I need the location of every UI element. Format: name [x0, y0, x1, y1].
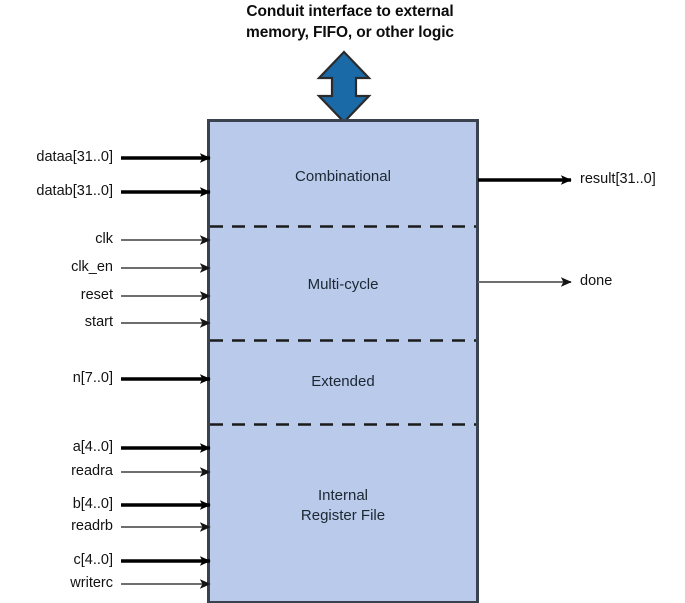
section-label-extended: Extended [311, 373, 375, 390]
input-label-clk: clk [95, 231, 113, 247]
conduit-interface-title-line-1: Conduit interface to external [246, 3, 454, 20]
output-label-done: done [580, 273, 613, 289]
input-label-reset: reset [80, 287, 113, 303]
hardware-block [207, 119, 479, 603]
input-label-c: c[4..0] [73, 552, 114, 568]
conduit-interface-title-line-2: memory, FIFO, or other logic [246, 23, 454, 41]
input-label-datab: datab[31..0] [36, 183, 113, 199]
input-label-readra: readra [71, 463, 113, 479]
input-label-dataa: dataa[31..0] [36, 149, 113, 165]
input-label-readrb: readrb [71, 518, 113, 534]
input-label-b: b[4..0] [72, 496, 113, 512]
section-label-combinational: Combinational [295, 168, 391, 185]
input-label-clk-en: clk_en [71, 259, 113, 275]
conduit-interface-title: Conduit interface to external memory, FI… [180, 2, 520, 44]
input-label-a: a[4..0] [72, 439, 113, 455]
input-label-n: n[7..0] [72, 370, 113, 386]
input-label-writerc: writerc [70, 575, 113, 591]
section-label-internal-register-file: Internal Register File [300, 487, 386, 524]
input-label-start: start [84, 314, 113, 330]
conduit-arrow-icon [316, 50, 372, 124]
output-label-result: result[31..0] [580, 171, 656, 187]
section-label-multi-cycle: Multi-cycle [307, 276, 379, 293]
